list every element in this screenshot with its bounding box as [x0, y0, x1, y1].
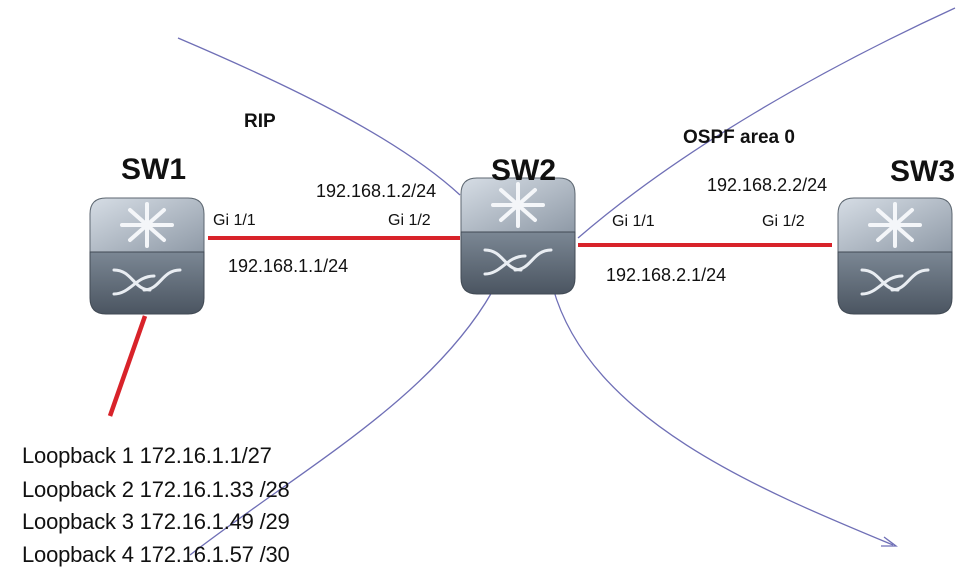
- loopback-1-label: Loopback 1 172.16.1.1/27: [22, 443, 272, 468]
- sw2-left-port-label: Gi 1/2: [388, 212, 431, 229]
- ospf-lower-boundary-curve: [552, 287, 894, 546]
- sw2-l3-switch-icon[interactable]: [455, 170, 581, 298]
- sw1-port-label: Gi 1/1: [213, 212, 256, 229]
- link-sw1-loopbacks: [107, 315, 148, 417]
- sw2-left-ip-label: 192.168.1.2/24: [316, 181, 437, 201]
- rip-domain-label: RIP: [244, 111, 276, 132]
- sw3-l3-switch-icon[interactable]: [832, 190, 958, 318]
- loopback-2-label: Loopback 2 172.16.1.33 /28: [22, 477, 290, 502]
- rip-lower-boundary-curve: [189, 291, 493, 556]
- rip-boundary-curve: [177, 37, 461, 196]
- sw1-name: SW1: [121, 153, 187, 186]
- sw2-right-ip-label: 192.168.2.1/24: [606, 265, 727, 285]
- sw1-ip-label: 192.168.1.1/24: [228, 256, 349, 276]
- sw2-right-port-label: Gi 1/1: [612, 213, 655, 230]
- sw2-name: SW2: [491, 154, 557, 187]
- loopback-3-label: Loopback 3 172.16.1.49 /29: [22, 509, 290, 534]
- sw3-ip-label: 192.168.2.2/24: [707, 175, 828, 195]
- sw3-port-label: Gi 1/2: [762, 213, 805, 230]
- sw3-name: SW3: [890, 155, 956, 188]
- ospf-arrowhead: [881, 536, 898, 547]
- ospf-boundary-curve: [577, 7, 956, 239]
- loopback-4-label: Loopback 4 172.16.1.57 /30: [22, 542, 290, 567]
- ospf-area-label: OSPF area 0: [683, 127, 795, 148]
- sw1-l3-switch-icon[interactable]: [84, 190, 210, 318]
